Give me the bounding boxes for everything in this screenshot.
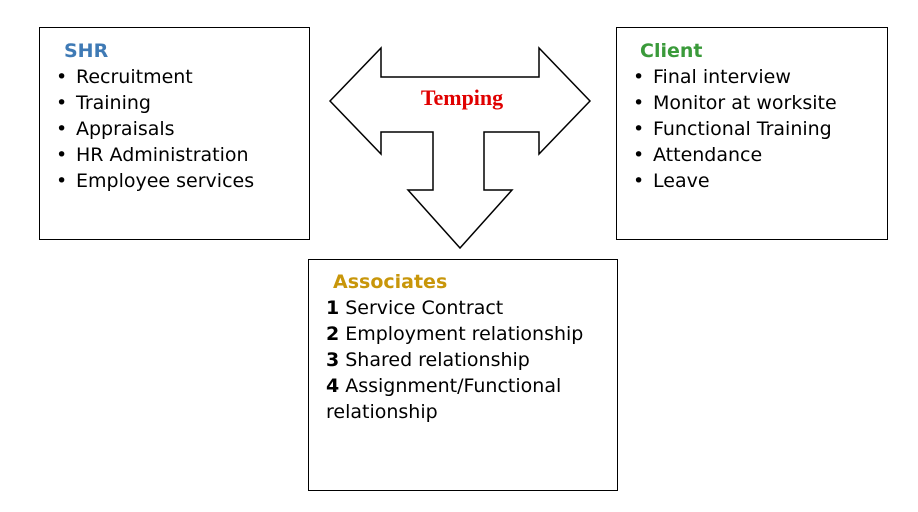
list-item-text: Leave: [653, 170, 710, 192]
item-number: 4: [326, 375, 340, 397]
list-item: •Training: [56, 92, 151, 114]
list-item-text: Recruitment: [76, 66, 193, 88]
list-item-text: Final interview: [653, 66, 791, 88]
list-item-text: Assignment/Functional relationship: [326, 375, 562, 423]
three-way-arrow: [328, 46, 592, 250]
list-item-text: Employee services: [76, 170, 255, 192]
associates-title: Associates: [333, 271, 448, 293]
list-item: •Appraisals: [56, 118, 175, 140]
list-item-text: Employment relationship: [345, 323, 584, 345]
list-item: •Leave: [633, 170, 710, 192]
list-item-text: Functional Training: [653, 118, 832, 140]
list-item: •Final interview: [633, 66, 791, 88]
temping-label: Temping: [420, 85, 504, 110]
item-number: 2: [326, 323, 340, 345]
list-item-text: Appraisals: [76, 118, 175, 140]
list-item: •Recruitment: [56, 66, 193, 88]
client-list: •Final interview •Monitor at worksite •F…: [633, 64, 837, 194]
list-item: •Monitor at worksite: [633, 92, 837, 114]
list-item-text: HR Administration: [76, 144, 249, 166]
list-item: •Employee services: [56, 170, 255, 192]
client-title: Client: [640, 40, 703, 62]
item-number: 1: [326, 297, 340, 319]
shr-title: SHR: [64, 40, 109, 62]
shr-list: •Recruitment •Training •Appraisals •HR A…: [56, 64, 254, 194]
list-item: •Attendance: [633, 144, 763, 166]
shr-box: SHR •Recruitment •Training •Appraisals •…: [39, 27, 310, 240]
item-number: 3: [326, 349, 340, 371]
list-item-text: Attendance: [653, 144, 763, 166]
list-item-text: Service Contract: [345, 297, 504, 319]
list-item-text: Monitor at worksite: [653, 92, 837, 114]
client-box: Client •Final interview •Monitor at work…: [616, 27, 888, 240]
list-item: •HR Administration: [56, 144, 249, 166]
list-item: •Functional Training: [633, 118, 832, 140]
list-item-text: Training: [76, 92, 151, 114]
list-item-text: Shared relationship: [345, 349, 530, 371]
